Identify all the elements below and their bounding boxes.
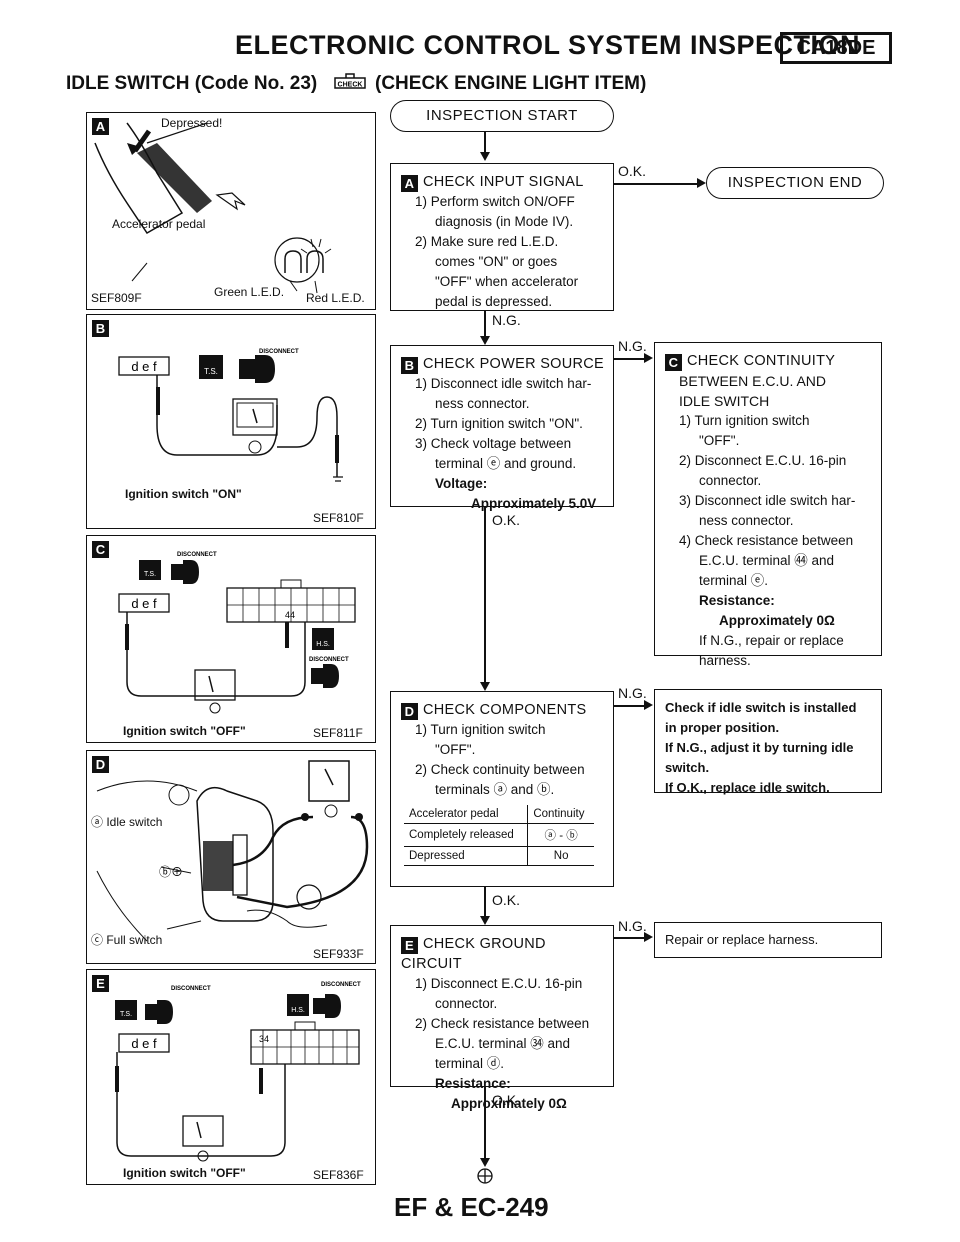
figure-code: SEF809F: [91, 291, 142, 305]
disconnect-label: DISCONNECT: [177, 552, 217, 558]
pedal-illustration: [94, 122, 332, 294]
idle-switch-illustration: ⓑ⊕: [96, 760, 369, 942]
inspection-end: INSPECTION END: [706, 167, 884, 199]
section-title: IDLE SWITCH (Code No. 23): [66, 73, 318, 94]
panel-e-badge: E: [92, 975, 109, 992]
connector-terminals: d e f: [131, 596, 157, 611]
depressed-label: Depressed!: [161, 116, 223, 130]
panel-c-badge: C: [92, 541, 109, 558]
ground-circuit-diagram: T.S. DISCONNECT d e f H.S. DISCONNECT 34: [115, 982, 361, 1162]
step-c-badge: C: [665, 354, 682, 371]
ignition-switch-label: Ignition switch "OFF": [123, 724, 246, 738]
model-badge: CA18DE: [780, 32, 892, 64]
connector-symbol-icon: [477, 1168, 493, 1184]
figure-code: SEF933F: [313, 947, 364, 961]
figure-code: SEF836F: [313, 1168, 364, 1182]
step-d-badge: D: [401, 703, 418, 720]
ok-label: O.K.: [492, 1092, 521, 1108]
table-header: Continuity: [527, 805, 594, 824]
panel-a-badge: A: [92, 118, 109, 135]
green-led-label: Green L.E.D.: [214, 285, 285, 299]
ignition-switch-label: Ignition switch "ON": [125, 487, 242, 501]
inspection-start: INSPECTION START: [390, 100, 614, 132]
step-b-badge: B: [401, 357, 418, 374]
ts-label: T.S.: [144, 571, 156, 578]
panel-b-badge: B: [92, 320, 109, 337]
figure-code: SEF810F: [313, 511, 364, 525]
connector-terminals: d e f: [131, 359, 157, 374]
svg-text:DISCONNECT: DISCONNECT: [321, 982, 361, 988]
pin-44: 44: [285, 610, 295, 620]
voltmeter-circuit-diagram: d e f T.S. DISCONNECT: [118, 349, 343, 482]
accelerator-pedal-label: Accelerator pedal: [112, 217, 206, 231]
red-led-label: Red L.E.D.: [306, 291, 365, 305]
step-d-ng-box: Check if idle switch is installed in pro…: [654, 689, 882, 795]
ts-label: T.S.: [204, 367, 218, 376]
step-e-ng-box: Repair or replace harness.: [654, 922, 882, 958]
check-icon-text: CHECK: [338, 82, 363, 89]
page-title: ELECTRONIC CONTROL SYSTEM INSPECTION: [235, 30, 861, 60]
table-cell: No: [527, 846, 594, 866]
resistance-circuit-diagram: T.S. DISCONNECT d e f 44 H.S. DISCONNECT: [118, 552, 356, 714]
ts-label: T.S.: [120, 1011, 132, 1018]
ng-label: N.G.: [492, 312, 521, 328]
table-cell: Depressed: [404, 846, 529, 866]
full-switch-label: ⓒ Full switch: [91, 933, 163, 947]
ng-label: N.G.: [618, 685, 647, 701]
panel-d: D ⓑ⊕ ⓐ Idle switch ⓒ Full switch SEF933F: [86, 750, 376, 964]
page-number: EF & EC-249: [394, 1192, 549, 1222]
table-cell: ⓐ - ⓑ: [527, 823, 594, 847]
section-subtitle: (CHECK ENGINE LIGHT ITEM): [375, 73, 647, 94]
panel-d-badge: D: [92, 756, 109, 773]
panel-a: A Depressed! Accelerator pedal Green L.E…: [86, 112, 376, 310]
connector-terminals: d e f: [131, 1036, 157, 1051]
ng-label: N.G.: [618, 918, 647, 934]
ok-label: O.K.: [492, 892, 521, 908]
panel-b: B d e f T.S. DISCONNECT Ignition switch …: [86, 314, 376, 529]
ok-label: O.K.: [618, 163, 647, 179]
table-cell: Completely released: [404, 823, 529, 847]
idle-switch-label: ⓐ Idle switch: [91, 815, 163, 829]
panel-e: E T.S. DISCONNECT d e f H.S. DISCONNECT …: [86, 969, 376, 1185]
table-header: Accelerator pedal: [404, 805, 529, 824]
hs-label: H.S.: [291, 1007, 305, 1014]
disconnect-label: DISCONNECT: [171, 986, 211, 992]
hs-label: H.S.: [316, 641, 330, 648]
figure-code: SEF811F: [313, 726, 363, 740]
disconnect-label: DISCONNECT: [259, 349, 299, 355]
svg-text:ⓑ⊕: ⓑ⊕: [159, 865, 183, 879]
panel-c: C T.S. DISCONNECT d e f 44 H.S. DISCONNE…: [86, 535, 376, 743]
ignition-switch-label: Ignition switch "OFF": [123, 1166, 246, 1180]
ng-label: N.G.: [618, 338, 647, 354]
step-a-badge: A: [401, 175, 418, 192]
step-e-badge: E: [401, 937, 418, 954]
check-engine-icon: CHECK: [334, 73, 366, 89]
svg-text:DISCONNECT: DISCONNECT: [309, 657, 349, 663]
pin-34: 34: [259, 1034, 269, 1044]
ok-label: O.K.: [492, 512, 521, 528]
